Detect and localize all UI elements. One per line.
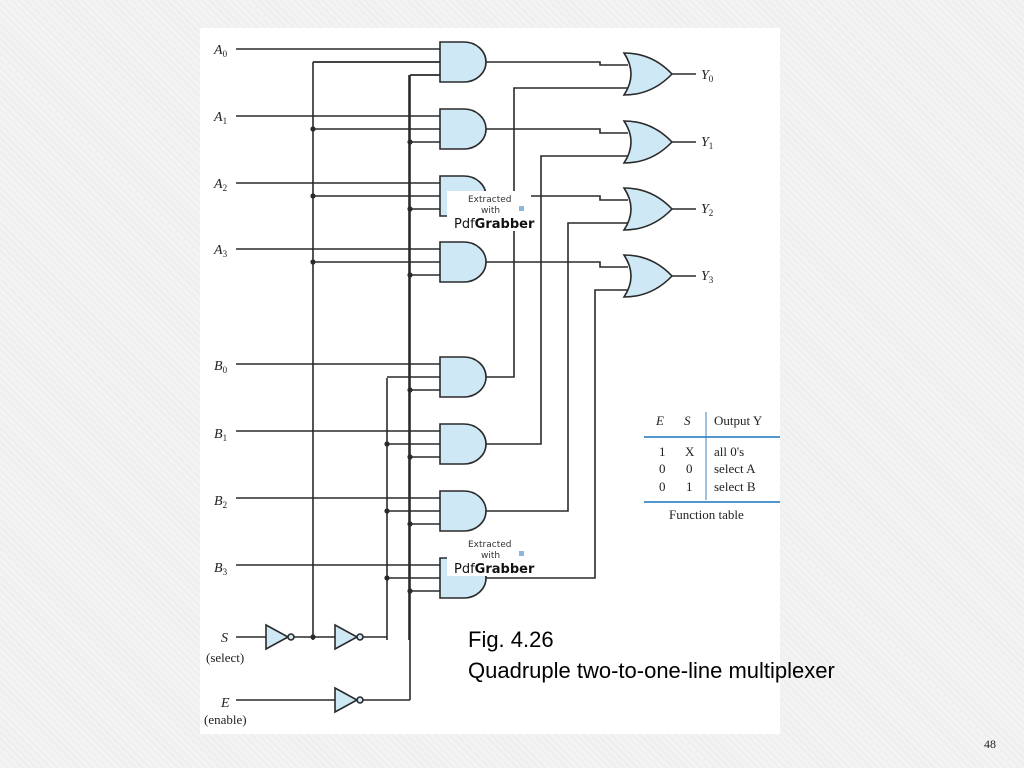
inverter-e-bubble <box>356 696 364 704</box>
table-header-s: S <box>684 413 691 428</box>
inverter-s2-triangle <box>334 623 359 651</box>
or-gate-0 <box>622 52 674 96</box>
label-e: E <box>220 696 230 711</box>
and-gate-a1 <box>439 108 487 150</box>
watermark-bottom-line1: Extracted <box>468 540 511 550</box>
table-r3-e: 0 <box>659 479 666 494</box>
label-b3: B3 <box>214 561 228 577</box>
wire-and-a1-to-or <box>486 128 628 134</box>
table-r3-s: 1 <box>686 479 693 494</box>
wire-and-b2-to-or <box>486 222 628 512</box>
table-header-output: Output Y <box>714 413 763 428</box>
wire-and-a2-to-or <box>486 195 628 201</box>
watermark-top-brand: PdfGrabber <box>454 217 535 232</box>
junction-b3-enable <box>407 588 413 594</box>
junction-b1-select <box>384 441 390 447</box>
label-a3: A3 <box>213 243 228 259</box>
label-a0: A0 <box>213 43 228 59</box>
wire-and-b0-to-or <box>486 87 628 378</box>
and-gate-b1 <box>439 423 487 465</box>
watermark-top: Extracted with PdfGrabber <box>447 191 535 232</box>
label-b0: B0 <box>214 359 228 375</box>
label-a2: A2 <box>213 177 227 193</box>
junctions <box>310 126 413 640</box>
junction-b2-select <box>384 508 390 514</box>
label-b1: B1 <box>214 427 227 443</box>
page-number: 48 <box>984 737 996 751</box>
figure-title: Quadruple two-to-one-line multiplexer <box>468 658 835 683</box>
figure-panel <box>200 28 780 734</box>
and-gate-b2 <box>439 490 487 532</box>
or-gate-3 <box>622 254 674 298</box>
watermark-top-line2: with <box>481 206 500 216</box>
table-r1-s: X <box>685 444 695 459</box>
label-y3: Y3 <box>701 269 714 285</box>
wire-and-a3-to-or <box>486 261 628 268</box>
table-r2-e: 0 <box>659 461 666 476</box>
junction-b2-enable <box>407 521 413 527</box>
inverter-e-triangle <box>334 686 359 714</box>
junction-a1-enable <box>407 139 413 145</box>
label-b2: B2 <box>214 494 227 510</box>
watermark-top-background <box>447 191 531 231</box>
label-a1: A1 <box>213 110 227 126</box>
output-labels: Y0 Y1 Y2 Y3 <box>701 68 714 285</box>
wire-and-a0-to-or <box>486 61 628 66</box>
junction-b0-enable <box>407 387 413 393</box>
input-labels-a: A0 A1 A2 A3 <box>213 43 228 259</box>
function-table: E S Output Y 1 X all 0's 0 0 select A 0 … <box>644 412 780 522</box>
label-s: S <box>221 631 228 646</box>
inverter-s1-bubble <box>287 633 295 641</box>
label-select-desc: (select) <box>206 650 244 665</box>
junction-a3-select <box>310 259 316 265</box>
junction-b1-enable <box>407 454 413 460</box>
table-r1-output: all 0's <box>714 444 744 459</box>
and-gate-a0 <box>439 41 487 83</box>
and-gate-b0 <box>439 356 487 398</box>
watermark-bottom-background <box>447 536 531 576</box>
junction-b3-select <box>384 575 390 581</box>
junction-a2-enable <box>407 206 413 212</box>
label-enable-desc: (enable) <box>204 712 247 727</box>
wire-and-b3-to-or <box>486 289 628 579</box>
watermark-bottom: Extracted with PdfGrabber <box>447 536 535 577</box>
junction-s <box>310 634 316 640</box>
table-header-e: E <box>655 413 664 428</box>
junction-a3-enable <box>407 272 413 278</box>
table-r2-output: select A <box>714 461 756 476</box>
inverter-s1-triangle <box>265 623 290 651</box>
watermark-bottom-line2: with <box>481 551 500 561</box>
table-r3-output: select B <box>714 479 756 494</box>
watermark-top-icon <box>519 206 524 211</box>
gates <box>265 41 674 714</box>
label-y0: Y0 <box>701 68 714 84</box>
label-y1: Y1 <box>701 135 713 151</box>
figure-number: Fig. 4.26 <box>468 627 554 652</box>
table-r1-e: 1 <box>659 444 666 459</box>
watermark-bottom-brand: PdfGrabber <box>454 562 535 577</box>
junction-a1-select <box>310 126 316 132</box>
and-gate-a3 <box>439 241 487 283</box>
table-r2-s: 0 <box>686 461 693 476</box>
wire-and-b1-to-or <box>486 155 628 445</box>
watermark-bottom-icon <box>519 551 524 556</box>
input-labels-b: B0 B1 B2 B3 <box>214 359 228 577</box>
table-caption: Function table <box>669 507 744 522</box>
wires <box>236 48 696 701</box>
watermark-top-line1: Extracted <box>468 195 511 205</box>
inverter-s2-bubble <box>356 633 364 641</box>
junction-a2-select <box>310 193 316 199</box>
figure-caption: Fig. 4.26 Quadruple two-to-one-line mult… <box>468 624 835 686</box>
label-y2: Y2 <box>701 202 713 218</box>
or-gate-1 <box>622 120 674 164</box>
or-gate-2 <box>622 187 674 231</box>
